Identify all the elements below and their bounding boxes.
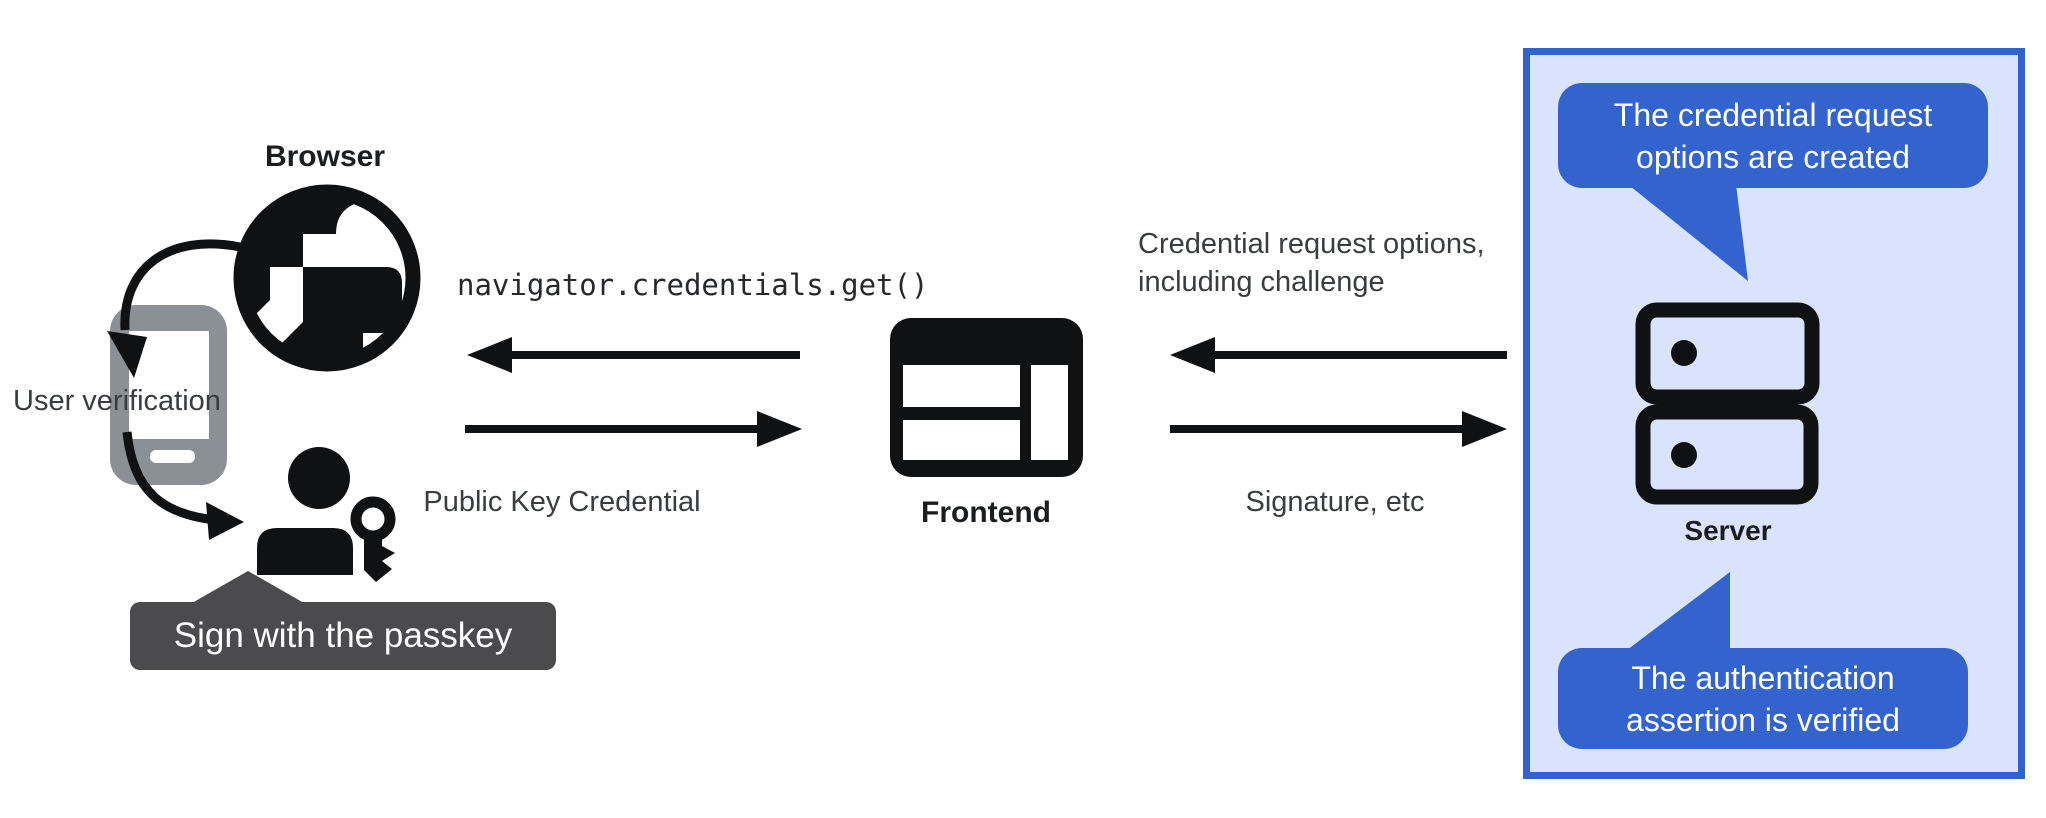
sign-with-passkey-tooltip: Sign with the passkey bbox=[130, 571, 556, 670]
key-icon bbox=[350, 496, 396, 582]
server-label: Server bbox=[1684, 515, 1772, 546]
person-icon bbox=[257, 447, 353, 575]
public-key-credential-label: Public Key Credential bbox=[423, 486, 701, 518]
curved-arrow-down-icon bbox=[107, 239, 241, 378]
curved-arrow-right-icon bbox=[122, 431, 244, 540]
browser-window-icon bbox=[890, 318, 1083, 477]
frontend-label: Frontend bbox=[921, 496, 1051, 529]
signature-label: Signature, etc bbox=[1245, 486, 1425, 518]
navigator-credentials-code-label: navigator.credentials.get() bbox=[457, 268, 929, 302]
arrow-left-icon bbox=[467, 337, 800, 373]
user-verification-label: User verification bbox=[13, 385, 221, 417]
browser-label: Browser bbox=[264, 140, 386, 173]
bubble-credential-request: The credential request options are creat… bbox=[1558, 83, 1988, 188]
credential-request-options-label: Credential request options, including ch… bbox=[1138, 228, 1485, 298]
arrow-right-icon bbox=[1170, 411, 1507, 447]
arrow-right-icon bbox=[465, 411, 802, 447]
globe-icon bbox=[233, 184, 421, 372]
bubble-assertion-verified: The authentication assertion is verified bbox=[1558, 648, 1968, 749]
arrow-left-icon bbox=[1170, 337, 1507, 373]
